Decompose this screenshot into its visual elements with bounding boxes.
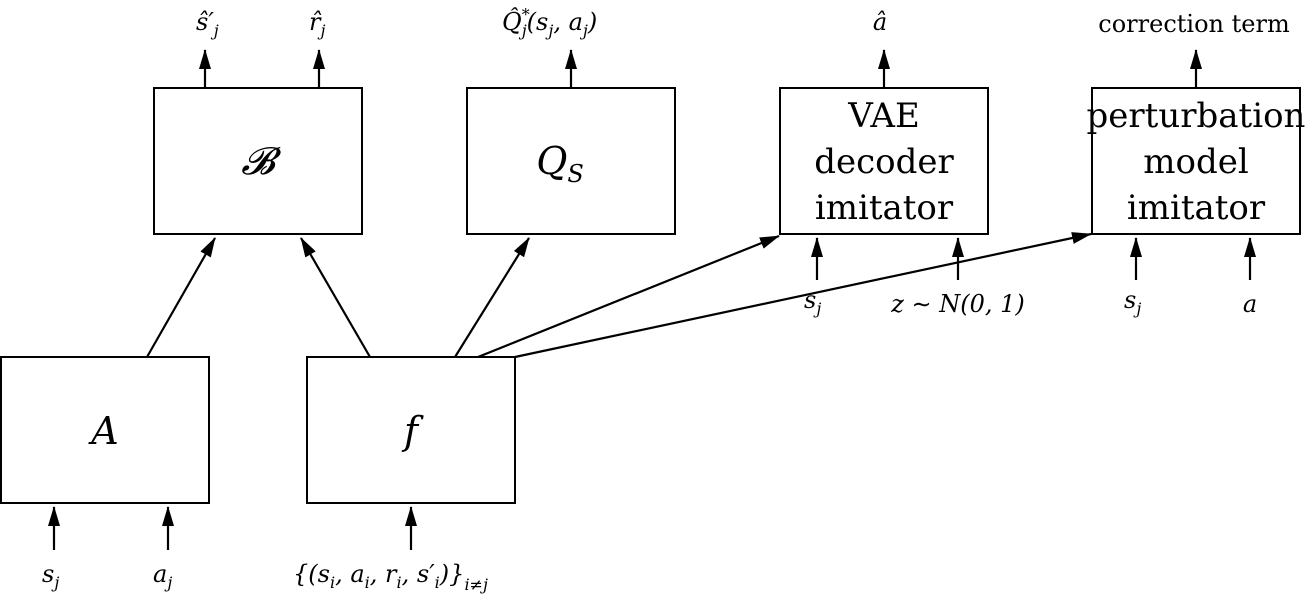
input-A-state-label: sj	[42, 560, 59, 592]
edge-f-to-B	[300, 237, 371, 358]
node-vae-line-3: imitator	[815, 188, 954, 228]
output-vae-label: â	[873, 8, 887, 36]
edge-f-to-QS	[454, 237, 530, 358]
edge-f-to-vae	[477, 234, 780, 359]
node-pert-line-3: imitator	[1127, 188, 1266, 228]
input-f-transitions-label: {(si, ai, ri, s′i)}i≠j	[293, 560, 488, 594]
node-f-box	[306, 356, 516, 504]
edge-A-to-B	[146, 237, 216, 358]
node-B-label: 𝓑	[241, 139, 281, 183]
node-QS-label: QS	[536, 139, 584, 188]
input-pert-action-label: a	[1243, 290, 1257, 318]
input-vae-state-label: sj	[804, 286, 821, 318]
node-vae-line-1: VAE	[847, 96, 920, 136]
node-A-box	[0, 356, 210, 504]
input-vae-noise-label: z ∼ N(0, 1)	[890, 290, 1025, 318]
node-pert-box	[1091, 87, 1301, 235]
node-pert-line-2: model	[1143, 142, 1248, 182]
node-pert-line-1: perturbation	[1087, 96, 1306, 136]
node-QS-box	[466, 87, 676, 235]
input-A-action-label: aj	[153, 560, 172, 592]
node-A-label: A	[88, 409, 118, 453]
node-B-box	[153, 87, 363, 235]
output-B-reward-label: r̂j	[309, 8, 325, 40]
output-Q-label: Q̂*j(sj, aj)	[502, 5, 597, 40]
edge-f-to-pert	[514, 232, 1092, 359]
node-vae-line-2: decoder	[814, 142, 954, 182]
output-B-state-label: ŝ′j	[196, 8, 219, 40]
output-pert-label: correction term	[1098, 10, 1290, 38]
input-pert-state-label: sj	[1124, 286, 1141, 318]
